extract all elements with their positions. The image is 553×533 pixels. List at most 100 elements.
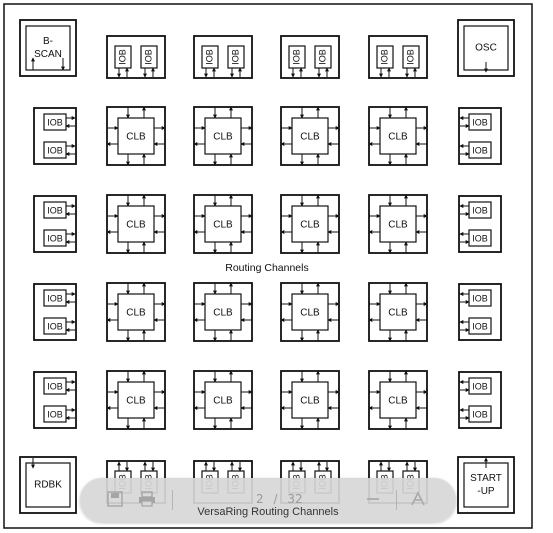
clb-label: CLB	[300, 396, 320, 407]
iob-block	[43, 229, 67, 247]
clb-block	[379, 117, 417, 155]
startup-label: -UP	[477, 486, 495, 497]
iob-label: IOB	[47, 145, 63, 155]
bscan-label: SCAN	[34, 49, 62, 60]
iob-block	[468, 113, 492, 131]
iob-label: IOB	[47, 205, 63, 215]
iob-label: IOB	[472, 233, 488, 243]
fullscreen-icon[interactable]	[410, 491, 428, 507]
iob-block	[468, 377, 492, 395]
startup-inner	[463, 462, 509, 508]
clb-block	[291, 293, 329, 331]
iob-block	[43, 377, 67, 395]
iob-label: IOB	[472, 117, 488, 127]
clb-label: CLB	[213, 220, 233, 231]
iob-block	[43, 141, 67, 159]
routing-channels-label: Routing Channels	[225, 262, 308, 274]
clb-tile	[106, 370, 166, 430]
iob-block	[140, 45, 158, 69]
iob-label: IOB	[472, 293, 488, 303]
iob-label: IOB	[47, 381, 63, 391]
total-pages: 32	[287, 492, 303, 506]
pdf-viewer-toolbar: 2 / 32 VersaRing Routing Channels	[80, 478, 456, 522]
clb-block	[117, 381, 155, 419]
iob-label: IOB	[204, 49, 214, 65]
iob-label: IOB	[143, 49, 153, 65]
clb-label: CLB	[126, 308, 146, 319]
iob-label: IOB	[47, 233, 63, 243]
iob-block	[468, 289, 492, 307]
zoom-out-icon[interactable]	[364, 491, 382, 507]
iob-block	[227, 45, 245, 69]
page-indicator: 2 / 32	[256, 492, 303, 506]
bscan-label: B-	[43, 36, 53, 47]
iob-label: IOB	[472, 409, 488, 419]
clb-label: CLB	[213, 132, 233, 143]
iob-block	[468, 201, 492, 219]
iob-label: IOB	[117, 49, 127, 65]
clb-label: CLB	[388, 132, 408, 143]
toolbar-separator	[396, 490, 397, 510]
iob-block	[288, 45, 306, 69]
clb-label: CLB	[213, 308, 233, 319]
iob-label: IOB	[472, 205, 488, 215]
save-icon[interactable]	[106, 491, 124, 507]
iob-block	[314, 45, 332, 69]
iob-block	[114, 45, 132, 69]
iob-label: IOB	[472, 321, 488, 331]
toolbar-separator	[172, 490, 173, 510]
clb-label: CLB	[300, 308, 320, 319]
clb-label: CLB	[300, 132, 320, 143]
clb-block	[204, 293, 242, 331]
iob-block	[43, 405, 67, 423]
clb-block	[204, 117, 242, 155]
iob-label: IOB	[291, 49, 301, 65]
iob-label: IOB	[317, 49, 327, 65]
clb-block	[117, 293, 155, 331]
iob-block	[43, 201, 67, 219]
clb-block	[379, 205, 417, 243]
iob-label: IOB	[230, 49, 240, 65]
iob-label: IOB	[379, 49, 389, 65]
clb-label: CLB	[126, 396, 146, 407]
page-separator: /	[273, 492, 278, 506]
iob-label: IOB	[47, 321, 63, 331]
osc-label: OSC	[475, 43, 497, 54]
clb-block	[291, 381, 329, 419]
iob-label: IOB	[47, 293, 63, 303]
startup-label: START	[470, 473, 502, 484]
iob-label: IOB	[472, 381, 488, 391]
print-icon[interactable]	[138, 491, 156, 507]
iob-block	[468, 317, 492, 335]
clb-label: CLB	[388, 308, 408, 319]
rdbk-label: RDBK	[34, 480, 62, 491]
clb-block	[291, 117, 329, 155]
iob-label: IOB	[47, 117, 63, 127]
clb-block	[379, 381, 417, 419]
clb-label: CLB	[388, 220, 408, 231]
clb-block	[117, 117, 155, 155]
iob-label: IOB	[405, 49, 415, 65]
chip-outline	[3, 3, 533, 529]
iob-block	[468, 229, 492, 247]
clb-block	[204, 205, 242, 243]
clb-label: CLB	[213, 396, 233, 407]
clb-label: CLB	[126, 220, 146, 231]
clb-label: CLB	[126, 132, 146, 143]
current-page[interactable]: 2	[256, 492, 264, 506]
clb-block	[204, 381, 242, 419]
clb-block	[291, 205, 329, 243]
clb-label: CLB	[300, 220, 320, 231]
iob-block	[201, 45, 219, 69]
clb-block	[117, 205, 155, 243]
iob-block	[43, 113, 67, 131]
iob-block	[468, 141, 492, 159]
iob-block	[43, 317, 67, 335]
iob-block	[402, 45, 420, 69]
iob-label: IOB	[47, 409, 63, 419]
clb-label: CLB	[388, 396, 408, 407]
iob-block	[376, 45, 394, 69]
iob-label: IOB	[472, 145, 488, 155]
iob-block	[43, 289, 67, 307]
